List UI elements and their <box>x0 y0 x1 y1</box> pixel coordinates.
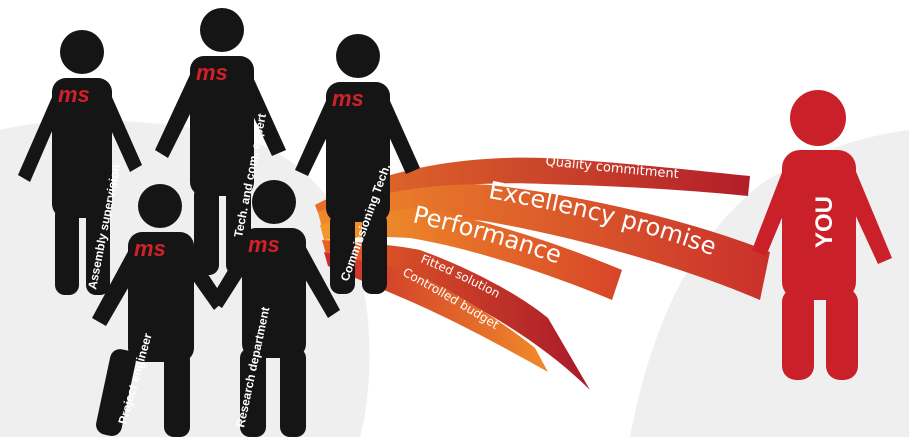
ribbon-performance <box>320 208 622 300</box>
team-member-project-engineer: ms Project engineer <box>92 184 225 437</box>
team-member-research-department: ms Research department <box>210 180 340 437</box>
team-member-tech-and-com-expert: ms Tech. and com. expert <box>155 8 286 275</box>
company-logo: ms <box>196 60 228 85</box>
company-logo: ms <box>58 82 90 107</box>
team-member-assembly-supervision: ms Assembly supervision <box>18 30 142 295</box>
client-figure-you: YOU <box>752 90 892 380</box>
company-logo: ms <box>248 232 280 257</box>
team-member-commissioning-tech: ms Commissioning Tech. <box>295 34 420 294</box>
company-logo: ms <box>134 236 166 261</box>
company-logo: ms <box>332 86 364 111</box>
ribbon-quality-commitment <box>315 157 750 218</box>
client-label: YOU <box>811 196 838 248</box>
